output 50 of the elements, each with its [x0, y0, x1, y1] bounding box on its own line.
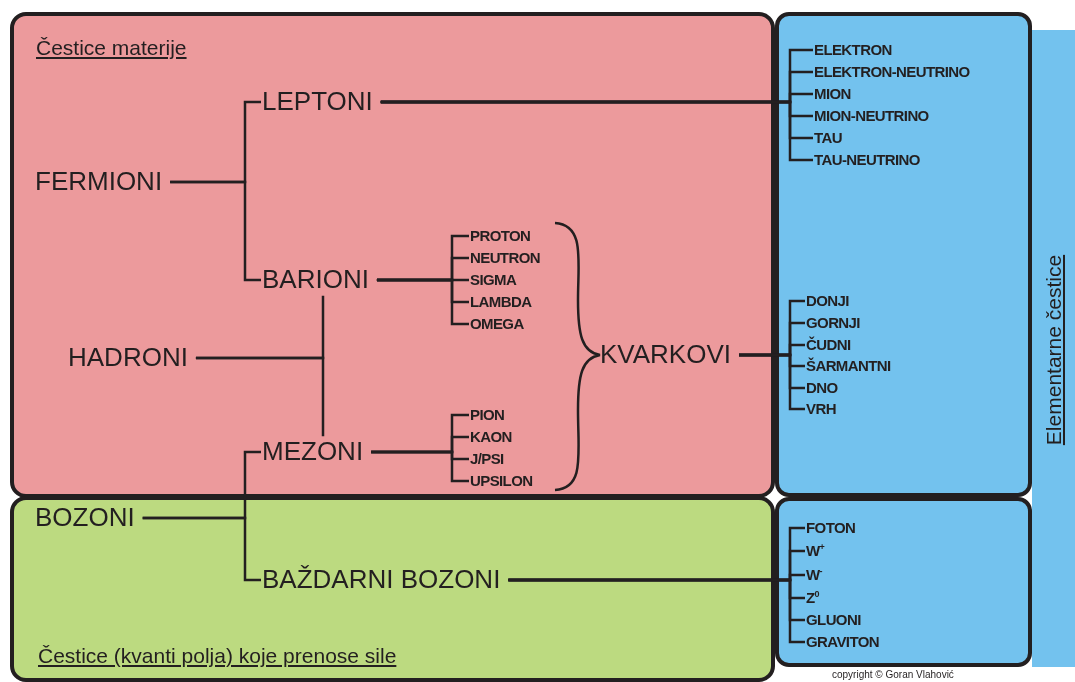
copyright-note: copyright © Goran Vlahović — [832, 669, 954, 680]
particle-label: Z$^{0}$ — [806, 590, 819, 606]
category-label: HADRONI — [68, 344, 188, 372]
particle-label: ELEKTRON — [814, 42, 892, 58]
connector-line — [376, 278, 469, 326]
connector-line — [380, 100, 813, 162]
category-label: BOZONI — [35, 504, 135, 532]
particle-label: NEUTRON — [470, 250, 540, 266]
category-label: KVARKOVI — [600, 341, 731, 369]
particle-label: W$^{-}$ — [806, 567, 822, 583]
side-panel — [1032, 30, 1075, 667]
particle-label: PION — [470, 407, 505, 423]
particle-label: ČUDNI — [806, 337, 851, 353]
particle-label: GLUONI — [806, 612, 861, 628]
particle-label: GORNJI — [806, 315, 860, 331]
category-label: LEPTONI — [262, 88, 373, 116]
category-label: FERMIONI — [35, 168, 163, 196]
region-title: Čestice (kvanti polja) koje prenose sile — [38, 644, 397, 668]
connector-line — [739, 353, 805, 411]
particle-label: KAON — [470, 429, 512, 445]
particle-label: GRAVITON — [806, 634, 879, 650]
particle-label: FOTON — [806, 520, 856, 536]
category-label: BAŽDARNI BOZONI — [262, 566, 501, 594]
particle-label: UPSILON — [470, 473, 533, 489]
particle-label: ELEKTRON-NEUTRINO — [814, 64, 970, 80]
particle-label: VRH — [806, 401, 836, 417]
connector-line — [371, 450, 469, 483]
particle-label: SIGMA — [470, 272, 517, 288]
group-panel — [10, 12, 775, 498]
connector-line — [508, 578, 805, 644]
particle-label: LAMBDA — [470, 294, 532, 310]
connector-line — [195, 356, 325, 437]
particle-label: MION-NEUTRINO — [814, 108, 929, 124]
particle-label: MION — [814, 86, 851, 102]
connector-line — [142, 516, 261, 582]
particle-label: PROTON — [470, 228, 531, 244]
group-panel — [10, 496, 775, 682]
particle-label: W$^{+}$ — [806, 543, 825, 559]
category-label: MEZONI — [262, 438, 364, 466]
particle-label: J/PSI — [470, 451, 504, 467]
particle-label: ŠARMANTNI — [806, 358, 891, 374]
particle-label: OMEGA — [470, 316, 524, 332]
particle-label: DONJI — [806, 293, 849, 309]
particle-label: TAU — [814, 130, 842, 146]
region-title: Čestice materije — [36, 36, 187, 60]
category-label: BARIONI — [262, 266, 369, 294]
region-title: Elementarne čestice — [1042, 254, 1066, 446]
particle-label: TAU-NEUTRINO — [814, 152, 920, 168]
particle-label: DNO — [806, 380, 838, 396]
connector-line — [170, 180, 261, 282]
